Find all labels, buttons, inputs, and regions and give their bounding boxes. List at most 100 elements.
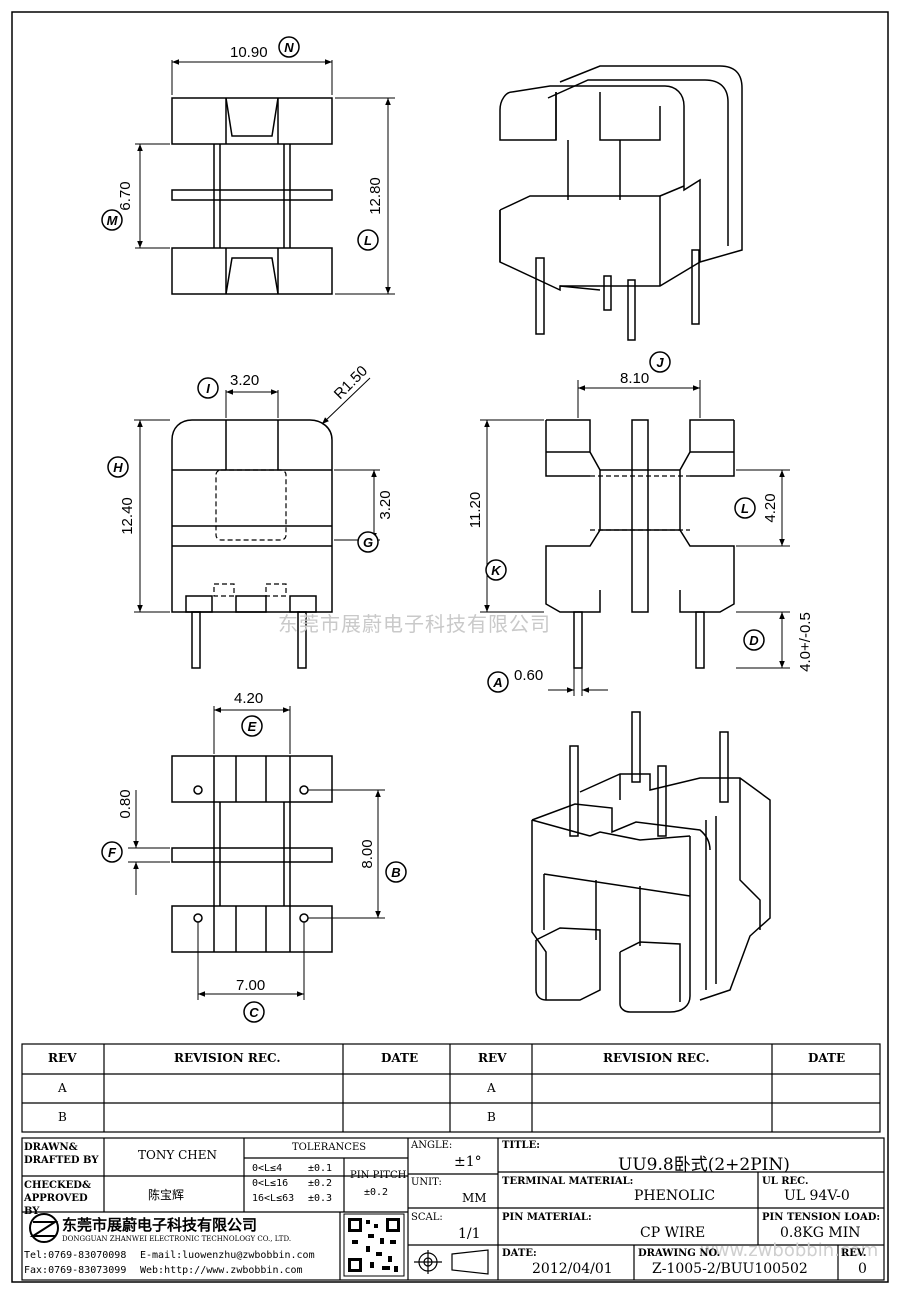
pin-tension-label: PIN TENSION LOAD:	[762, 1212, 881, 1223]
dim-f-letter: F	[108, 845, 117, 860]
dim-e-letter: E	[248, 719, 257, 734]
dim-m-letter: M	[107, 213, 119, 228]
pin-material-label: PIN MATERIAL:	[502, 1212, 592, 1223]
tol-value-2: ±0.2	[308, 1178, 333, 1189]
company-tel: Tel:0769-83070098	[24, 1250, 127, 1261]
sheet-border	[11, 11, 889, 1283]
dim-b-value: 8.00	[359, 839, 376, 868]
dim-g-value: 3.20	[377, 490, 394, 519]
dim-a-value: 0.60	[514, 667, 543, 684]
dim-e-value: 4.20	[234, 690, 263, 707]
dimension-texts: 10.90 N 6.70 M 12.80 L 3.20 I R1.50 12.4…	[107, 40, 814, 1020]
dim-l1-letter: L	[364, 233, 372, 248]
rev-value: 0	[858, 1261, 867, 1277]
front-view-dims	[135, 59, 395, 295]
dim-k-letter: K	[491, 563, 502, 578]
rev-row-a-left: A	[58, 1081, 67, 1095]
company-web: Web:http://www.zwbobbin.com	[140, 1265, 303, 1276]
dimension-markers	[101, 36, 765, 1023]
company-name-cn: 东莞市展蔚电子科技有限公司	[62, 1216, 258, 1234]
terminal-material-value: PHENOLIC	[634, 1188, 716, 1204]
dim-c-letter: C	[249, 1005, 259, 1020]
date-label: DATE:	[502, 1248, 537, 1259]
dim-n-value: 10.90	[230, 44, 268, 61]
side-view-hidden	[213, 469, 287, 597]
watermark-text: 东莞市展蔚电子科技有限公司	[278, 612, 551, 636]
revision-rec-header-1: REVISION REC.	[174, 1051, 281, 1065]
scale-value: 1/1	[458, 1226, 481, 1242]
angle-value: ±1°	[454, 1154, 482, 1170]
dim-m-value: 6.70	[117, 181, 134, 210]
isometric-view-top	[499, 65, 743, 341]
dim-a-letter: A	[492, 675, 502, 690]
scale-label: SCAL:	[411, 1212, 443, 1223]
tol-range-2: 0<L≤16	[252, 1178, 289, 1189]
terminal-material-label: TERMINAL MATERIAL:	[502, 1176, 634, 1187]
title-value: UU9.8卧式(2+2PIN)	[618, 1155, 790, 1175]
company-name-en: DONGGUAN ZHANWEI ELECTRONIC TECHNOLOGY C…	[62, 1235, 292, 1243]
title-block-grid	[21, 1137, 885, 1281]
dim-h-value: 12.40	[119, 497, 136, 535]
drawing-no-value: Z-1005-2/BUU100502	[652, 1261, 808, 1277]
angle-label: ANGLE:	[411, 1140, 453, 1151]
bottom-view	[171, 755, 333, 953]
drawing-no-label: DRAWING NO.	[638, 1248, 721, 1259]
rev-header-1: REV	[48, 1051, 77, 1065]
dim-j-value: 8.10	[620, 370, 649, 387]
dim-g-letter: G	[363, 535, 373, 550]
date-value: 2012/04/01	[532, 1261, 613, 1277]
dim-i-letter: I	[206, 381, 210, 396]
qr-code	[343, 1213, 405, 1277]
end-view	[545, 419, 735, 669]
revision-table-grid	[21, 1043, 881, 1133]
watermark-url: www.zwbobbin.com	[700, 1240, 879, 1261]
date-header-1: DATE	[381, 1051, 419, 1065]
dim-i-value: 3.20	[230, 372, 259, 389]
checked-by-value: 陈宝辉	[148, 1188, 185, 1202]
tol-value-1: ±0.1	[308, 1163, 333, 1174]
side-view	[171, 419, 333, 669]
dim-d-value: 4.0+/-0.5	[797, 612, 814, 672]
dim-d-letter: D	[749, 633, 759, 648]
dim-h-letter: H	[113, 460, 123, 475]
rev-row-a-right: A	[487, 1081, 496, 1095]
ul-rec-label: UL REC.	[762, 1176, 809, 1187]
end-view-hidden	[590, 475, 690, 531]
drawn-by-value: TONY CHEN	[138, 1148, 217, 1162]
tol-range-1: 0<L≤4	[252, 1163, 283, 1174]
bottom-view-dims	[128, 706, 385, 1000]
unit-value: MM	[462, 1191, 487, 1205]
dim-k-value: 11.20	[467, 492, 484, 528]
unit-label: UNIT:	[411, 1177, 442, 1188]
ul-rec-value: UL 94V-0	[784, 1188, 850, 1204]
company-logo	[29, 1213, 59, 1243]
dim-l2-letter: L	[741, 501, 749, 516]
projection-symbol-icon	[414, 1249, 489, 1275]
rev-row-b-left: B	[58, 1110, 67, 1124]
pin-material-value: CP WIRE	[640, 1225, 706, 1241]
rev-row-b-right: B	[487, 1110, 496, 1124]
drawn-label: DRAWN& DRAFTED BY	[24, 1142, 99, 1166]
company-fax: Fax:0769-83073099	[24, 1265, 127, 1276]
isometric-view-bottom	[531, 711, 771, 1013]
pin-pitch-label: PIN PITCH	[350, 1170, 407, 1181]
end-view-dims	[480, 380, 790, 696]
dim-c-value: 7.00	[236, 977, 265, 994]
rev-label: REV.	[841, 1248, 867, 1259]
pin-tension-value: 0.8KG MIN	[780, 1225, 861, 1241]
pin-pitch-value: ±0.2	[364, 1187, 389, 1198]
dim-l1-value: 12.80	[367, 177, 384, 215]
dim-b-letter: B	[391, 865, 400, 880]
tol-value-3: ±0.3	[308, 1193, 333, 1204]
company-email: E-mail:luowenzhu@zwbobbin.com	[140, 1250, 315, 1261]
date-header-2: DATE	[808, 1051, 846, 1065]
dim-j-letter: J	[656, 355, 664, 370]
revision-rec-header-2: REVISION REC.	[603, 1051, 710, 1065]
side-view-dims	[134, 377, 380, 613]
dim-l2-value: 4.20	[762, 493, 779, 522]
title-label: TITLE:	[502, 1140, 540, 1151]
tol-range-3: 16<L≤63	[252, 1193, 295, 1204]
dim-f-value: 0.80	[117, 789, 134, 818]
